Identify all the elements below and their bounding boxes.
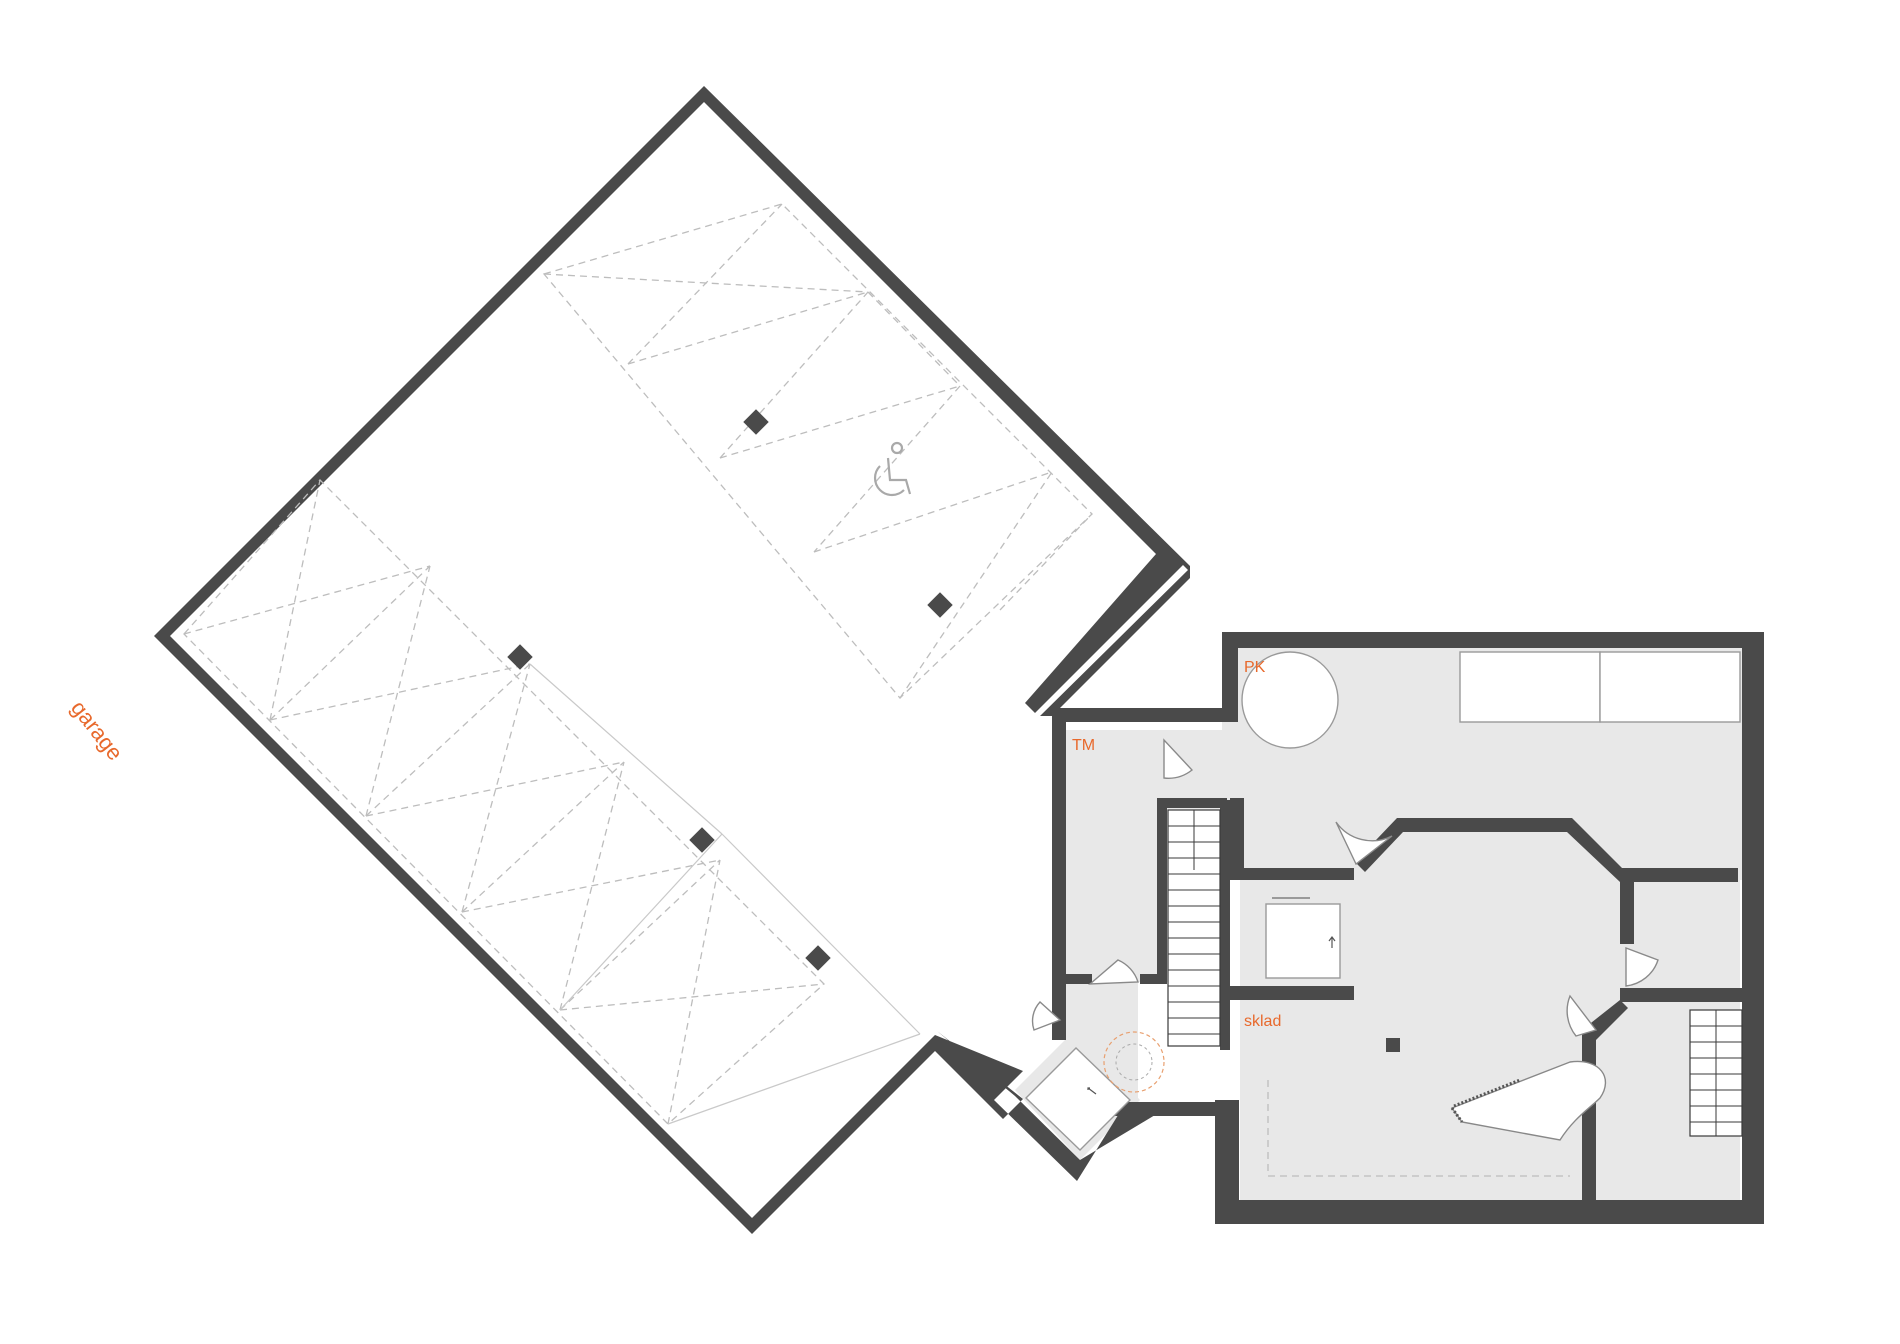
- sklad-label: sklad: [1244, 1013, 1281, 1030]
- door: [1566, 994, 1598, 1037]
- garage-walls: [154, 86, 1222, 1234]
- column: [507, 644, 533, 670]
- stairs-icon-secondary: [1689, 1009, 1743, 1137]
- storage-unit: [1599, 651, 1741, 723]
- turntable-icon: [1241, 651, 1339, 749]
- pk-fixtures: [1241, 651, 1741, 749]
- turning-circle-inner: [1115, 1043, 1153, 1081]
- door: [1625, 946, 1659, 987]
- column: [689, 827, 715, 853]
- elevator-icon: [1265, 897, 1341, 979]
- column: [743, 409, 769, 435]
- columns: [507, 409, 1400, 1052]
- turning-circle: [1103, 1031, 1165, 1093]
- column: [805, 945, 831, 971]
- stairs-icon: [1167, 809, 1221, 1047]
- storage-unit: [1459, 651, 1601, 723]
- door: [1031, 1001, 1062, 1031]
- doors: [1031, 738, 1659, 1037]
- piano-icon: [1450, 1060, 1607, 1141]
- tm-label: TM: [1072, 737, 1095, 754]
- garage-label: garage: [66, 696, 128, 765]
- column: [1386, 1038, 1400, 1052]
- elevator-icon-small: [1025, 1047, 1131, 1151]
- storage-outline: [1267, 1080, 1570, 1177]
- column: [927, 592, 953, 618]
- service-walls: [1052, 632, 1764, 1224]
- wheelchair-icon: [873, 441, 912, 497]
- parking-layout: [183, 203, 1093, 1125]
- door: [1088, 959, 1139, 985]
- door: [1163, 738, 1194, 779]
- door: [1335, 821, 1393, 866]
- pk-label: PK: [1244, 659, 1266, 676]
